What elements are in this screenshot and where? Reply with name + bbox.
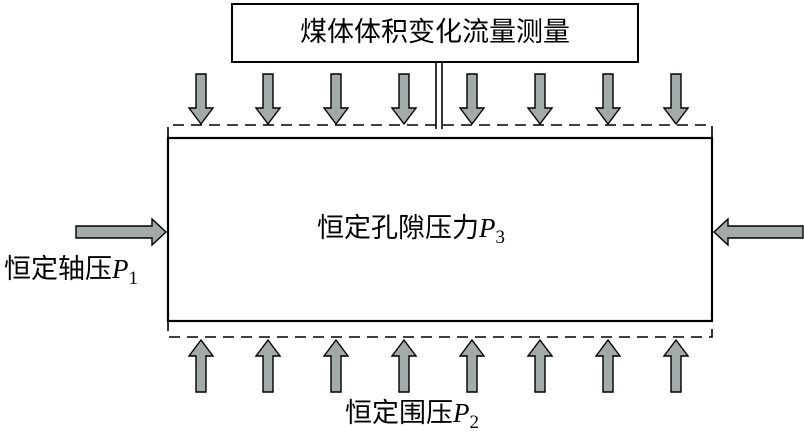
top-pressure-arrow-6 xyxy=(526,73,554,126)
top-pressure-arrow-1 xyxy=(187,73,215,126)
bottom-dashed-boundary xyxy=(167,320,713,338)
top-pressure-arrow-8 xyxy=(662,73,690,126)
bottom-pressure-arrow-4 xyxy=(390,338,418,393)
top-pressure-arrow-3 xyxy=(322,73,350,126)
confining-pressure-sub: 2 xyxy=(469,412,480,433)
axial-pressure-label: 恒定轴压P1 xyxy=(4,253,138,295)
title-box xyxy=(231,3,639,63)
axial-pressure-sub: 1 xyxy=(128,268,139,289)
bottom-pressure-arrow-6 xyxy=(526,338,554,393)
left-axial-arrow xyxy=(75,217,168,247)
bottom-pressure-arrow-2 xyxy=(254,338,282,393)
pore-pressure-var: P xyxy=(479,213,496,243)
pore-pressure-text: 恒定孔隙压力 xyxy=(317,213,479,244)
top-pressure-arrow-2 xyxy=(254,73,282,126)
bottom-pressure-arrow-3 xyxy=(322,338,350,393)
bottom-pressure-arrow-7 xyxy=(594,338,622,393)
confining-pressure-text: 恒定围压 xyxy=(345,398,453,429)
pore-pressure-label: 恒定孔隙压力P3 xyxy=(317,212,505,254)
top-pressure-arrow-5 xyxy=(458,73,486,126)
confining-pressure-var: P xyxy=(453,398,470,428)
title-box-label: 煤体体积变化流量测量 xyxy=(300,17,570,48)
top-pressure-arrow-7 xyxy=(594,73,622,126)
right-axial-arrow xyxy=(712,217,804,247)
bottom-pressure-arrow-5 xyxy=(458,338,486,393)
bottom-pressure-arrow-1 xyxy=(187,338,215,393)
axial-pressure-text: 恒定轴压 xyxy=(4,254,112,285)
top-pressure-arrow-4 xyxy=(390,73,418,126)
top-dashed-boundary xyxy=(167,124,713,138)
axial-pressure-var: P xyxy=(112,254,129,284)
coal-sample xyxy=(166,136,714,323)
confining-pressure-label: 恒定围压P2 xyxy=(345,397,479,439)
pore-pressure-sub: 3 xyxy=(495,227,506,248)
bottom-pressure-arrow-8 xyxy=(662,338,690,393)
